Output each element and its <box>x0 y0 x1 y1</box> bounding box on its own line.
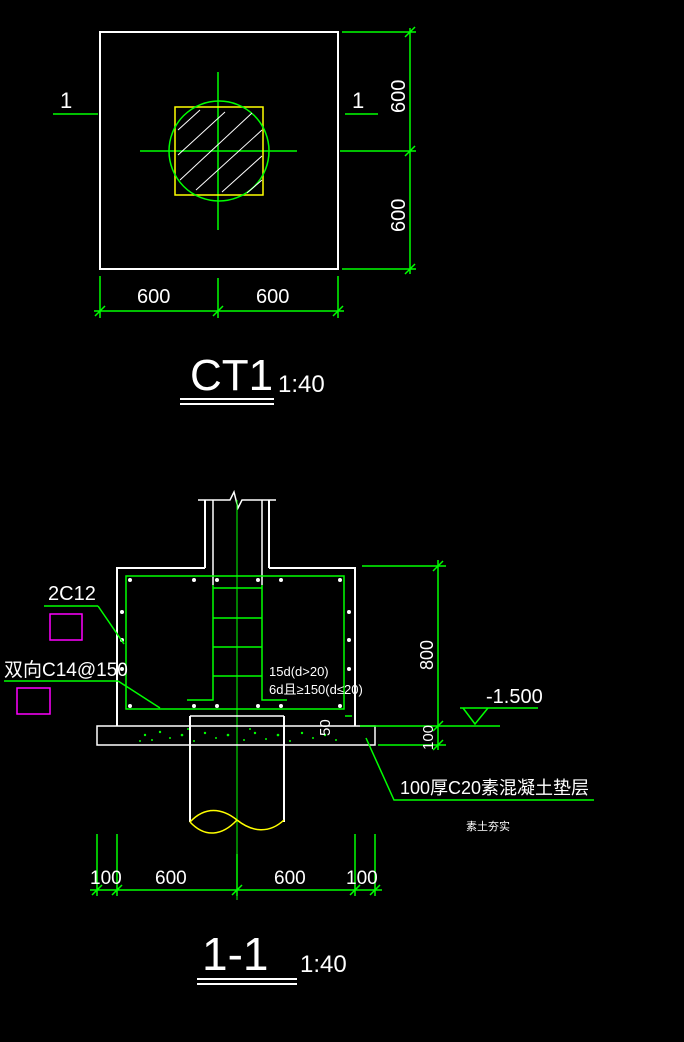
plan-dim-vertical <box>340 26 416 275</box>
column-bar-anchor-right <box>261 585 287 701</box>
column-break-line <box>198 489 276 511</box>
column-square <box>174 106 264 196</box>
rebar-dots <box>120 578 351 708</box>
plan-view: 1 1 600 600 600 600 CT1 1:40 <box>53 26 416 405</box>
column-bar-anchor-left <box>187 585 214 701</box>
rebar-top-label: 2C12 <box>48 583 96 605</box>
bottom-dim-4: 100 <box>346 868 378 889</box>
cap-right-side <box>269 567 356 726</box>
plan-dim-horizontal <box>94 276 344 318</box>
plan-dim-bottom-right-h: 600 <box>256 286 289 308</box>
section-dim-vertical <box>360 560 500 751</box>
cushion-subnote: 素土夯实 <box>466 819 510 833</box>
hatch <box>177 109 263 194</box>
section-dim-horizontal <box>90 834 382 896</box>
bottom-dim-3: 600 <box>274 868 306 889</box>
section-mark-right: 1 <box>352 88 364 113</box>
section-mark-left: 1 <box>60 88 72 113</box>
elevation-label: -1.500 <box>486 686 543 708</box>
cushion-leader <box>365 737 594 801</box>
cushion-layer <box>96 725 376 746</box>
cushion-speckle <box>139 728 337 742</box>
anchor-label-2: 6d且≥150(d≤20) <box>269 682 363 697</box>
tag-box-1 <box>49 613 83 641</box>
section-scale: 1:40 <box>300 951 347 978</box>
dim-height: 800 <box>417 640 437 670</box>
plan-title: CT1 <box>190 351 273 400</box>
pile-circle <box>168 100 270 202</box>
elevation-triangle <box>462 707 489 726</box>
rebar-cage <box>125 575 345 710</box>
plan-dim-top-right: 600 <box>388 80 410 113</box>
plan-scale: 1:40 <box>278 371 325 398</box>
pile-break-bottom <box>189 819 238 834</box>
cushion-note: 100厚C20素混凝土垫层 <box>400 778 589 798</box>
leader-c14-d <box>117 680 161 709</box>
dim-cushion: 100 <box>420 725 437 750</box>
plan-dim-bottom-right: 600 <box>388 199 410 232</box>
bottom-dim-1: 100 <box>90 868 122 889</box>
cap-left-side <box>116 567 205 726</box>
bottom-dim-2: 600 <box>155 868 187 889</box>
tag-box-2 <box>16 687 51 715</box>
leader-2c12-d <box>97 605 125 645</box>
anchor-label-1: 15d(d>20) <box>269 664 329 679</box>
cap-outline <box>99 31 339 270</box>
rebar-bottom-label: 双向C14@150 <box>4 659 128 681</box>
section-title: 1-1 <box>202 928 268 980</box>
dim-50: 50 <box>317 719 334 736</box>
plan-dim-bottom-left: 600 <box>137 286 170 308</box>
section-view: 2C12 双向C14@150 15d(d>20) 6d且≥150(d≤20) 5… <box>4 489 594 985</box>
